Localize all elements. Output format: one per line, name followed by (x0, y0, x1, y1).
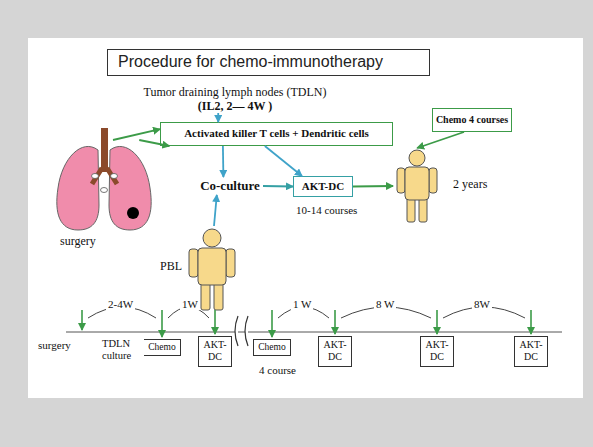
flow-arrow (222, 146, 224, 177)
timeline-label: 8 W (374, 298, 396, 310)
node-label: AKT-DC (294, 177, 352, 195)
leg (419, 198, 427, 222)
process-box: Chemo 4 courses (432, 108, 512, 132)
therapy-box: AKT-DC (514, 336, 548, 367)
event-arrow (214, 310, 216, 334)
event-arrow (334, 310, 336, 334)
tumor (127, 207, 139, 219)
patient-figure: 2 years (393, 148, 498, 224)
timeline-label: 8W (472, 298, 492, 310)
timeline-label: 2-4W (106, 298, 135, 310)
event-arrow (436, 310, 438, 334)
process-box: Activated killer T cells + Dendritic cel… (160, 122, 393, 146)
flow-arrow (353, 185, 393, 187)
flow-arrow (417, 132, 464, 148)
lymph-node (111, 174, 118, 179)
flow-arrow (263, 185, 293, 187)
patient-figure (397, 150, 437, 222)
event-arrow (530, 310, 532, 334)
timeline-axis (66, 332, 562, 333)
therapy-box: AKT-DC (420, 336, 454, 367)
lymph-node (101, 188, 108, 193)
arm (189, 249, 198, 277)
process-box: AKT-DC10-14 courses (293, 176, 353, 197)
node-label: Activated killer T cells + Dendritic cel… (161, 123, 392, 144)
flow-arrow (139, 140, 169, 146)
break-mark (235, 316, 248, 346)
node-note: (IL2, 2— 4W ) (130, 99, 340, 114)
chemo-box: Chemo (143, 339, 181, 356)
timeline-label: 1W (180, 298, 200, 310)
timeline-label: 1 W (291, 298, 313, 310)
left-lung (57, 146, 99, 230)
arm (429, 168, 437, 193)
flow-arrow (214, 195, 217, 226)
timeline-label: 4 course (257, 364, 298, 376)
flow-arrow (113, 129, 160, 140)
head (409, 150, 425, 166)
flow-arrow (217, 113, 219, 122)
node-label: Chemo (254, 340, 290, 355)
body (405, 167, 429, 200)
white-panel (28, 38, 583, 398)
lung-illustration: surgery (50, 140, 155, 250)
body (198, 248, 226, 285)
leg (407, 198, 415, 222)
node-label: AKT-DC (515, 339, 547, 363)
timeline-label: surgery (36, 339, 73, 351)
node-label: AKT-DC (319, 339, 351, 363)
process-step: Co-culture (197, 177, 263, 195)
right-lung (109, 146, 151, 230)
therapy-box: AKT-DC (318, 336, 352, 367)
flow-arrow (265, 146, 302, 176)
arm (226, 249, 235, 277)
timeline-label: TDLN culture (100, 338, 144, 362)
trachea (101, 128, 108, 172)
node-label: Co-culture (197, 177, 263, 195)
leg (214, 283, 223, 310)
node-label: AKT-DC (421, 339, 453, 363)
node-label: 2 years (453, 177, 487, 192)
node-label: AKT-DC (199, 339, 231, 363)
head (203, 229, 221, 247)
node-label: Tumor draining lymph nodes (TDLN) (130, 85, 340, 100)
chemo-box: Chemo (253, 339, 291, 356)
therapy-box: AKT-DC (198, 336, 232, 367)
arm (397, 168, 405, 193)
source-annotation: Tumor draining lymph nodes (TDLN)(IL2, 2… (130, 85, 340, 113)
node-label: PBL (160, 259, 182, 274)
diagram-title: Procedure for chemo-immunotherapy (118, 53, 383, 71)
bronchi (92, 168, 117, 184)
event-arrow (271, 310, 273, 337)
leg (201, 283, 210, 310)
node-label: Chemo 4 courses (433, 109, 511, 130)
node-label: surgery (60, 234, 96, 249)
title-box: Procedure for chemo-immunotherapy (107, 49, 430, 76)
event-arrow (161, 310, 163, 337)
node-label: Chemo (144, 340, 180, 355)
event-arrow (81, 310, 83, 330)
node-note: 10-14 courses (296, 204, 357, 216)
lymph-node (92, 174, 99, 179)
